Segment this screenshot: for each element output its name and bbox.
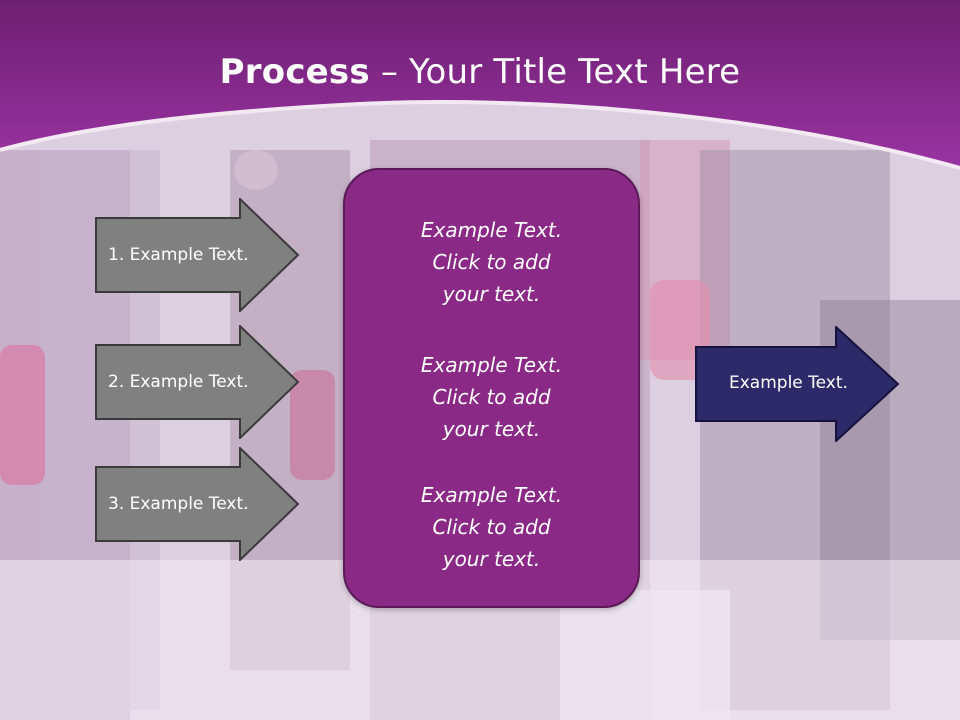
center-item-2-line2: Click to add: [432, 385, 551, 409]
left-arrow-1[interactable]: [95, 198, 301, 312]
center-item-3-line1: Example Text.: [420, 483, 563, 507]
center-text-box[interactable]: Example Text. Click to add your text. Ex…: [343, 168, 640, 608]
right-arrow-label: Example Text.: [729, 373, 848, 393]
left-arrow-3[interactable]: [95, 447, 301, 561]
title-strong: Process: [219, 52, 370, 92]
title-rest: Your Title Text Here: [409, 52, 741, 92]
center-item-1: Example Text. Click to add your text.: [345, 214, 638, 310]
center-item-3-line3: your text.: [442, 547, 541, 571]
left-arrow-2-label: 2. Example Text.: [108, 372, 249, 392]
right-arrow[interactable]: [695, 326, 901, 442]
center-item-2-line1: Example Text.: [420, 353, 563, 377]
center-item-1-line3: your text.: [442, 282, 541, 306]
center-item-1-line1: Example Text.: [420, 218, 563, 242]
left-arrow-3-label: 3. Example Text.: [108, 494, 249, 514]
slide-title: Process – Your Title Text Here: [0, 52, 960, 92]
header-band: [0, 0, 960, 170]
center-item-2: Example Text. Click to add your text.: [345, 349, 638, 445]
title-dash: –: [369, 52, 410, 92]
left-arrow-1-label: 1. Example Text.: [108, 245, 249, 265]
left-arrow-2[interactable]: [95, 325, 301, 439]
center-item-2-line3: your text.: [442, 417, 541, 441]
center-item-1-line2: Click to add: [432, 250, 551, 274]
center-item-3-line2: Click to add: [432, 515, 551, 539]
center-item-3: Example Text. Click to add your text.: [345, 479, 638, 575]
